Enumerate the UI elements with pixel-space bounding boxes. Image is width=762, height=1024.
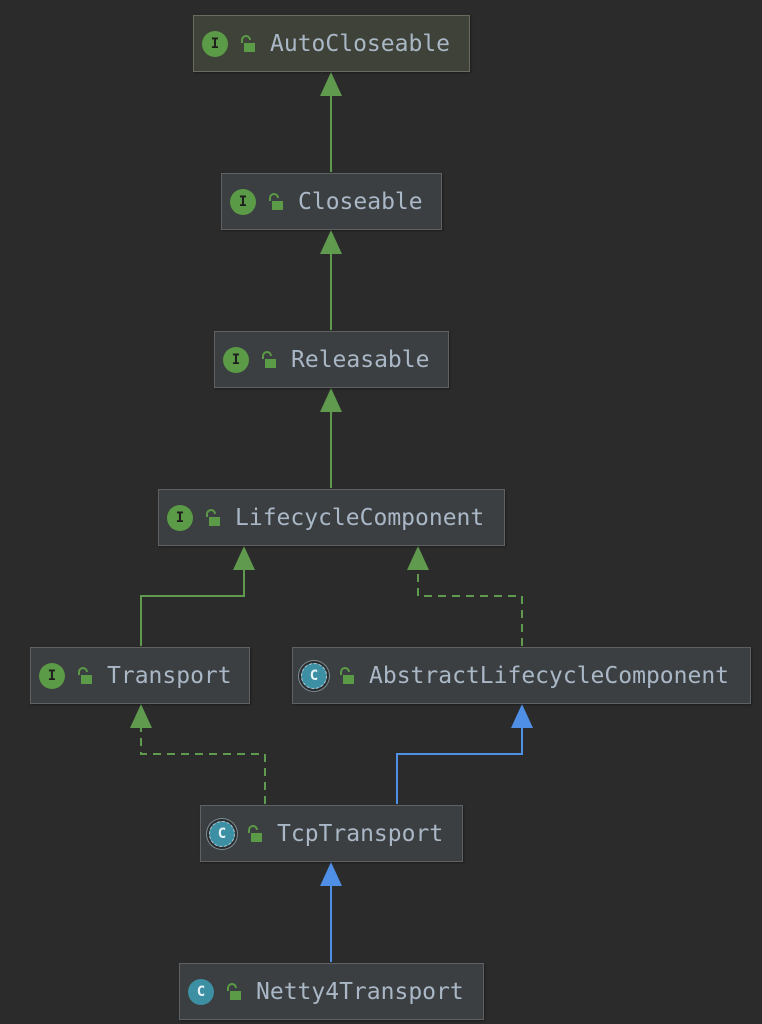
arrowhead-lifecyclecomponent-right [407, 546, 429, 570]
node-label: Releasable [291, 346, 430, 373]
node-label: Closeable [298, 188, 423, 215]
node-tcptransport[interactable]: C TcpTransport [200, 805, 463, 862]
node-autocloseable[interactable]: I AutoCloseable [193, 15, 470, 72]
unlocked-icon [241, 34, 255, 52]
interface-icon: I [223, 346, 249, 373]
edge-abstractlifecyclecomponent-implements-lifecyclecomponent [417, 566, 523, 646]
interface-icon: I [39, 662, 65, 689]
arrowhead-releasable [320, 388, 342, 412]
edge-tcptransport-implements-transport [140, 724, 266, 804]
node-netty4transport[interactable]: C Netty4Transport [179, 963, 484, 1020]
node-label: AbstractLifecycleComponent [369, 662, 730, 689]
node-closeable[interactable]: I Closeable [221, 173, 442, 230]
unlocked-icon [248, 824, 262, 842]
node-label: TcpTransport [277, 820, 444, 847]
abstract-class-icon: C [301, 662, 327, 689]
unlocked-icon [227, 982, 241, 1000]
node-releasable[interactable]: I Releasable [214, 331, 449, 388]
edge-tcptransport-extends-abstractlifecyclecomponent [396, 724, 523, 804]
unlocked-icon [269, 192, 283, 210]
arrowhead-abstractlifecyclecomponent [511, 704, 533, 728]
node-label: Netty4Transport [256, 978, 464, 1005]
interface-icon: I [230, 188, 256, 215]
unlocked-icon [262, 350, 276, 368]
node-lifecyclecomponent[interactable]: I LifecycleComponent [158, 489, 505, 546]
unlocked-icon [78, 666, 92, 684]
unlocked-icon [206, 508, 220, 526]
node-transport[interactable]: I Transport [30, 647, 250, 704]
node-label: AutoCloseable [270, 30, 451, 57]
arrowhead-autocloseable [320, 72, 342, 96]
arrowhead-tcptransport [320, 862, 342, 886]
unlocked-icon [340, 666, 354, 684]
edge-transport-extends-lifecyclecomponent [140, 566, 245, 646]
abstract-class-icon: C [209, 820, 235, 847]
arrowhead-lifecyclecomponent-left [233, 546, 255, 570]
node-abstractlifecyclecomponent[interactable]: C AbstractLifecycleComponent [292, 647, 751, 704]
arrowhead-transport [130, 704, 152, 728]
class-icon: C [188, 978, 214, 1005]
node-label: LifecycleComponent [235, 504, 485, 531]
arrowhead-closeable [320, 230, 342, 254]
node-label: Transport [107, 662, 232, 689]
interface-icon: I [167, 504, 193, 531]
interface-icon: I [202, 30, 228, 57]
